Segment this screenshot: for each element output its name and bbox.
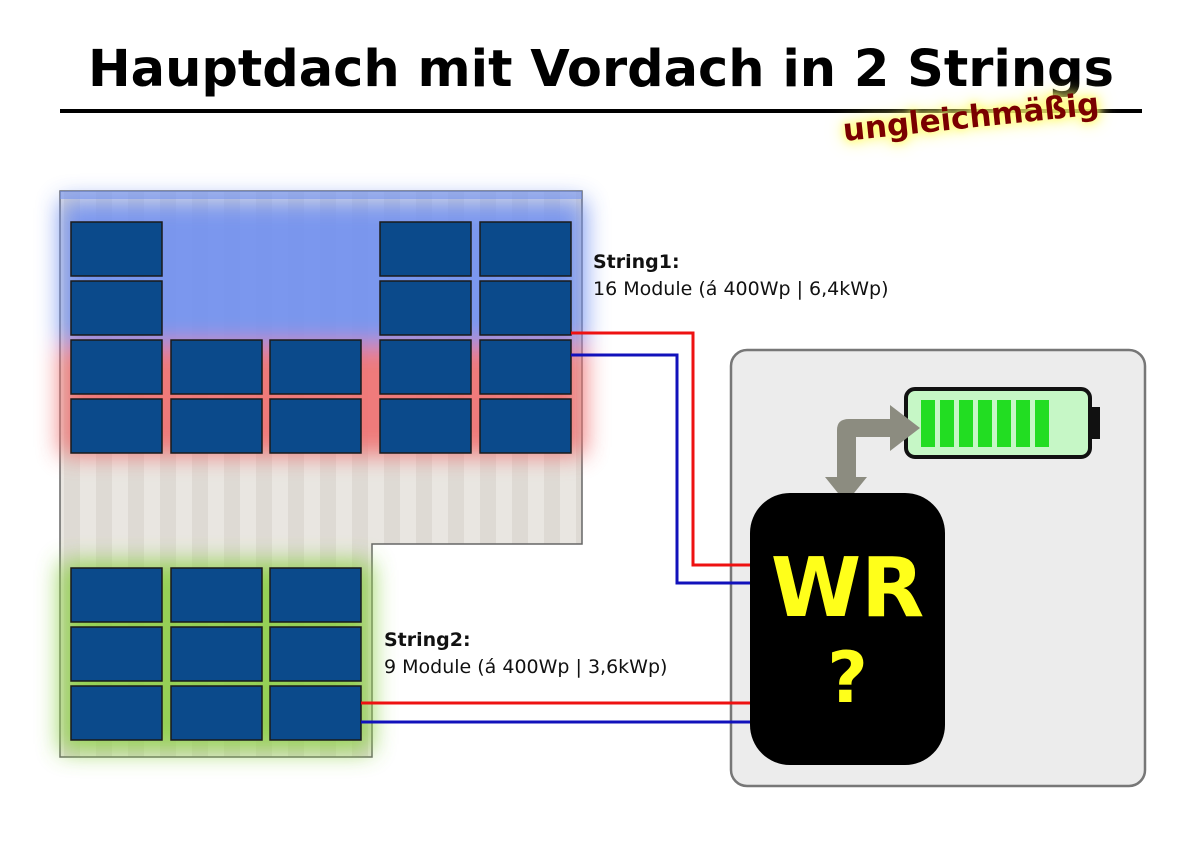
- solar-panel: [170, 685, 263, 741]
- battery-icon: [904, 387, 1100, 459]
- inverter-question-mark: ?: [827, 637, 868, 719]
- string1-positive-wire: [571, 331, 752, 567]
- battery-cell: [978, 400, 992, 447]
- solar-panel: [70, 398, 163, 454]
- solar-panel: [479, 280, 572, 336]
- battery-cell: [997, 400, 1011, 447]
- solar-panel: [379, 339, 472, 395]
- solar-panel: [269, 626, 362, 682]
- battery-cell: [1016, 400, 1030, 447]
- string2-description: 9 Module (á 400Wp | 3,6kWp): [384, 656, 668, 678]
- solar-panel: [170, 626, 263, 682]
- inverter: WR ?: [750, 493, 945, 765]
- solar-panel: [70, 221, 163, 277]
- solar-panels: [70, 221, 572, 741]
- string1-negative-wire: [571, 353, 752, 585]
- solar-panel: [70, 626, 163, 682]
- solar-panel: [269, 685, 362, 741]
- solar-panel: [170, 339, 263, 395]
- battery-flow-arrow: [825, 405, 920, 503]
- string1-title: String1:: [593, 251, 680, 273]
- solar-panel: [479, 221, 572, 277]
- battery-cell: [959, 400, 973, 447]
- solar-panel: [70, 567, 163, 623]
- battery-cell: [940, 400, 954, 447]
- solar-panel: [269, 398, 362, 454]
- solar-panel: [479, 339, 572, 395]
- solar-panel: [170, 398, 263, 454]
- solar-panel: [379, 221, 472, 277]
- solar-panel: [170, 567, 263, 623]
- title-underline: [60, 109, 1142, 113]
- solar-panel: [70, 280, 163, 336]
- battery-cell: [1035, 400, 1049, 447]
- string1-description: 16 Module (á 400Wp | 6,4kWp): [593, 278, 889, 300]
- solar-panel: [269, 339, 362, 395]
- page-title: Hauptdach mit Vordach in 2 Strings: [87, 40, 1115, 99]
- solar-panel: [70, 339, 163, 395]
- battery-cell: [921, 400, 935, 447]
- solar-panel: [379, 398, 472, 454]
- inverter-label: WR: [770, 541, 925, 636]
- solar-panel: [379, 280, 472, 336]
- string2-title: String2:: [384, 629, 471, 651]
- solar-panel: [269, 567, 362, 623]
- solar-panel: [479, 398, 572, 454]
- solar-panel: [70, 685, 163, 741]
